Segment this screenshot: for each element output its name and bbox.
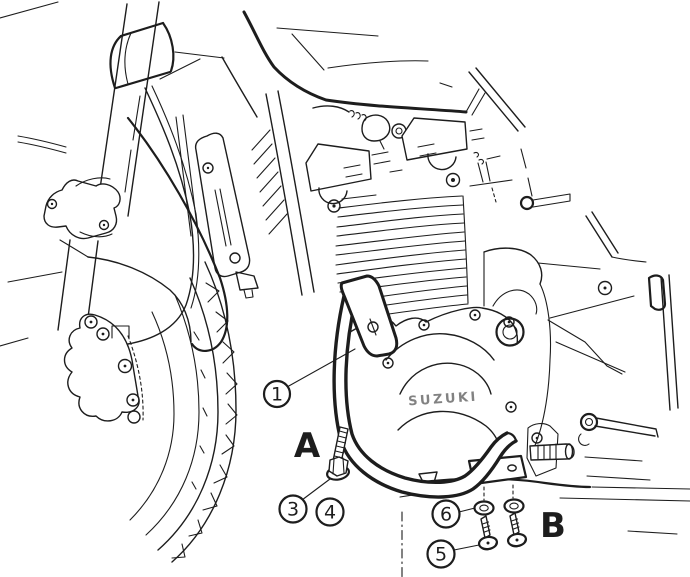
clutch-inspection-cap	[495, 317, 525, 347]
brake-hose-cables	[0, 85, 200, 347]
washer	[503, 498, 525, 514]
leader-line-5	[453, 544, 480, 551]
frame-gusset	[647, 274, 667, 311]
cam-cover-left	[305, 143, 372, 192]
crankcase: SUZUKI	[338, 247, 552, 453]
gearshift-rod	[594, 417, 659, 438]
fuel-tank-bottom-edge	[242, 10, 468, 114]
reflector-bracket	[194, 129, 288, 299]
spark-plug-wire	[312, 105, 350, 113]
svg-text:1: 1	[271, 384, 283, 406]
engine-guard-bar	[332, 274, 518, 499]
svg-text:4: 4	[324, 502, 336, 524]
cam-cover-right	[401, 117, 468, 161]
leader-line-1	[286, 348, 356, 388]
cylinder-head	[305, 105, 501, 213]
guard-top-bolt-hole	[367, 321, 379, 333]
callout-4: 4	[315, 497, 345, 527]
svg-text:3: 3	[287, 499, 299, 521]
front-fork	[43, 1, 175, 334]
frame-downtube	[265, 93, 303, 296]
frame-and-tank	[0, 1, 533, 296]
brake-caliper	[63, 313, 141, 424]
spark-plug-cap	[361, 114, 391, 142]
front-fender	[59, 116, 229, 352]
screw	[477, 515, 499, 551]
callout-3: 3	[278, 494, 308, 524]
front-wheel-tire	[127, 261, 238, 563]
leader-line-6	[458, 507, 476, 513]
front-brake-hose	[127, 87, 195, 345]
clevis-pin	[519, 195, 535, 211]
label-A: A	[294, 426, 321, 466]
bolt-hex-head	[328, 456, 349, 477]
leader-line-3	[301, 478, 331, 501]
washer	[473, 500, 495, 516]
washers-and-screws-b	[473, 484, 528, 551]
suzuki-logo-text: SUZUKI	[408, 390, 479, 410]
steering-head-gusset	[221, 56, 258, 118]
fender-clamp-bracket	[43, 179, 121, 240]
guard-top-bracket	[339, 274, 399, 358]
callout-1: 1	[262, 379, 292, 409]
seat-rail-tube	[468, 71, 519, 132]
tire-tread-chevrons	[171, 282, 238, 559]
mounting-bolt-a	[326, 426, 350, 481]
label-B: B	[540, 506, 566, 546]
screw	[506, 512, 528, 548]
headlight-clamp	[109, 34, 123, 90]
gearshift-shaft	[579, 412, 599, 432]
svg-text:5: 5	[435, 544, 447, 566]
callouts: 1 3 4 5 6 A B	[262, 348, 566, 569]
svg-text:6: 6	[440, 504, 452, 526]
alternator-cover-arc	[385, 333, 495, 361]
callout-6: 6	[431, 499, 461, 529]
callout-5: 5	[426, 539, 456, 569]
rear-frame-and-controls	[519, 193, 679, 477]
